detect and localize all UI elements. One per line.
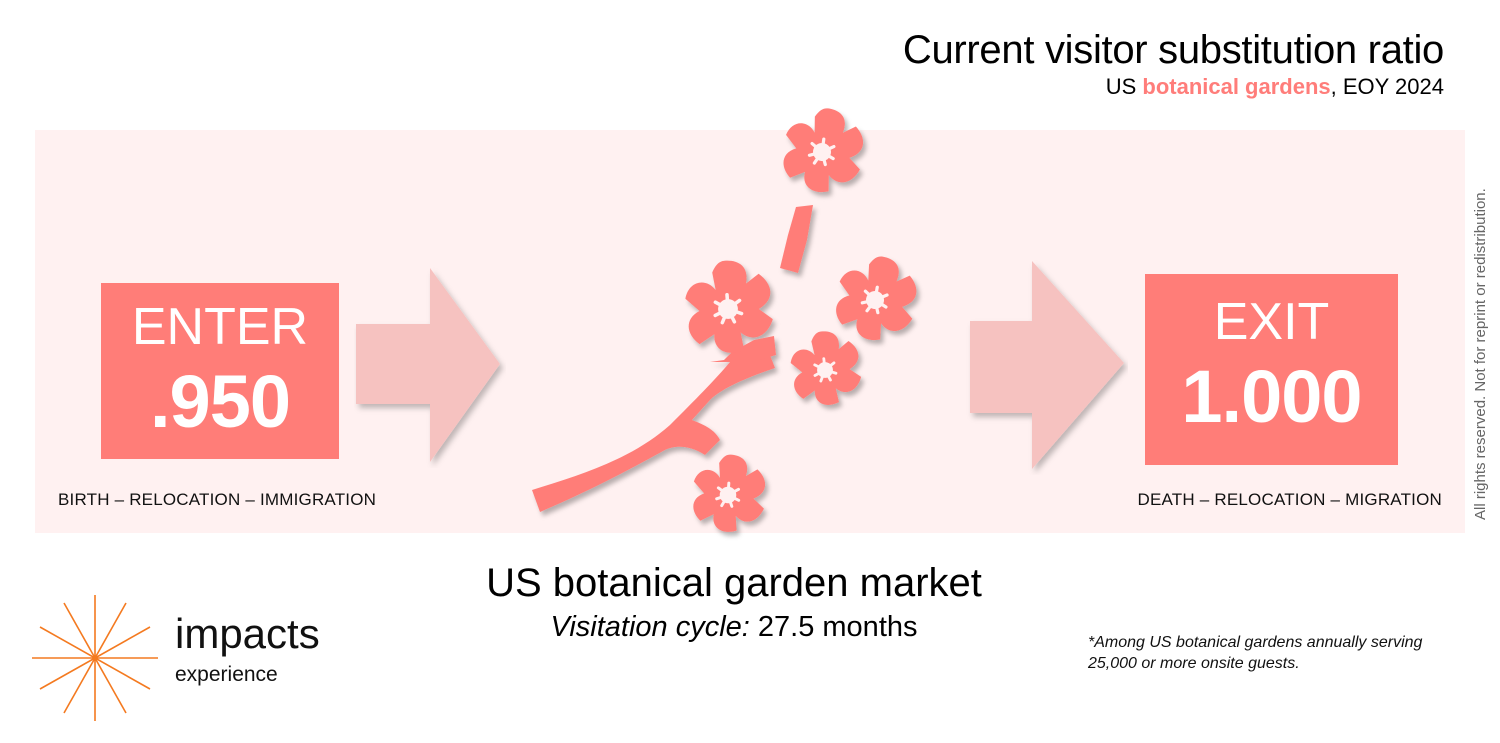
market-cycle: Visitation cycle: 27.5 months (0, 611, 1468, 644)
subtitle-suffix: , EOY 2024 (1330, 74, 1444, 99)
cycle-label: Visitation cycle: (550, 611, 750, 643)
logo-subtitle: experience (175, 663, 278, 686)
subtitle-prefix: US (1105, 74, 1143, 99)
rights-notice: All rights reserved. Not for reprint or … (1472, 188, 1489, 520)
page-subtitle: US botanical gardens, EOY 2024 (1106, 74, 1444, 100)
enter-caption: BIRTH – RELOCATION – IMMIGRATION (58, 490, 377, 509)
impacts-logo: impacts experience (30, 593, 360, 723)
page-title: Current visitor substitution ratio (902, 28, 1444, 72)
enter-box: ENTER .950 (101, 283, 339, 459)
exit-label: EXIT (1213, 293, 1330, 351)
enter-label: ENTER (131, 298, 309, 356)
right-arrow-icon (970, 261, 1124, 469)
enter-value: .950 (149, 360, 291, 443)
exit-box: EXIT 1.000 (1145, 274, 1398, 465)
cherry-blossom-branch-icon (532, 101, 924, 536)
logo-name: impacts (175, 610, 320, 657)
footnote: *Among US botanical gardens annually ser… (1088, 634, 1423, 672)
starburst-icon (32, 595, 158, 721)
right-arrow-icon (356, 268, 500, 462)
exit-caption: DEATH – RELOCATION – MIGRATION (1137, 490, 1442, 509)
cycle-value: 27.5 months (749, 611, 918, 643)
exit-value: 1.000 (1181, 355, 1362, 438)
market-title: US botanical garden market (486, 561, 982, 605)
subtitle-accent: botanical gardens (1142, 74, 1331, 99)
